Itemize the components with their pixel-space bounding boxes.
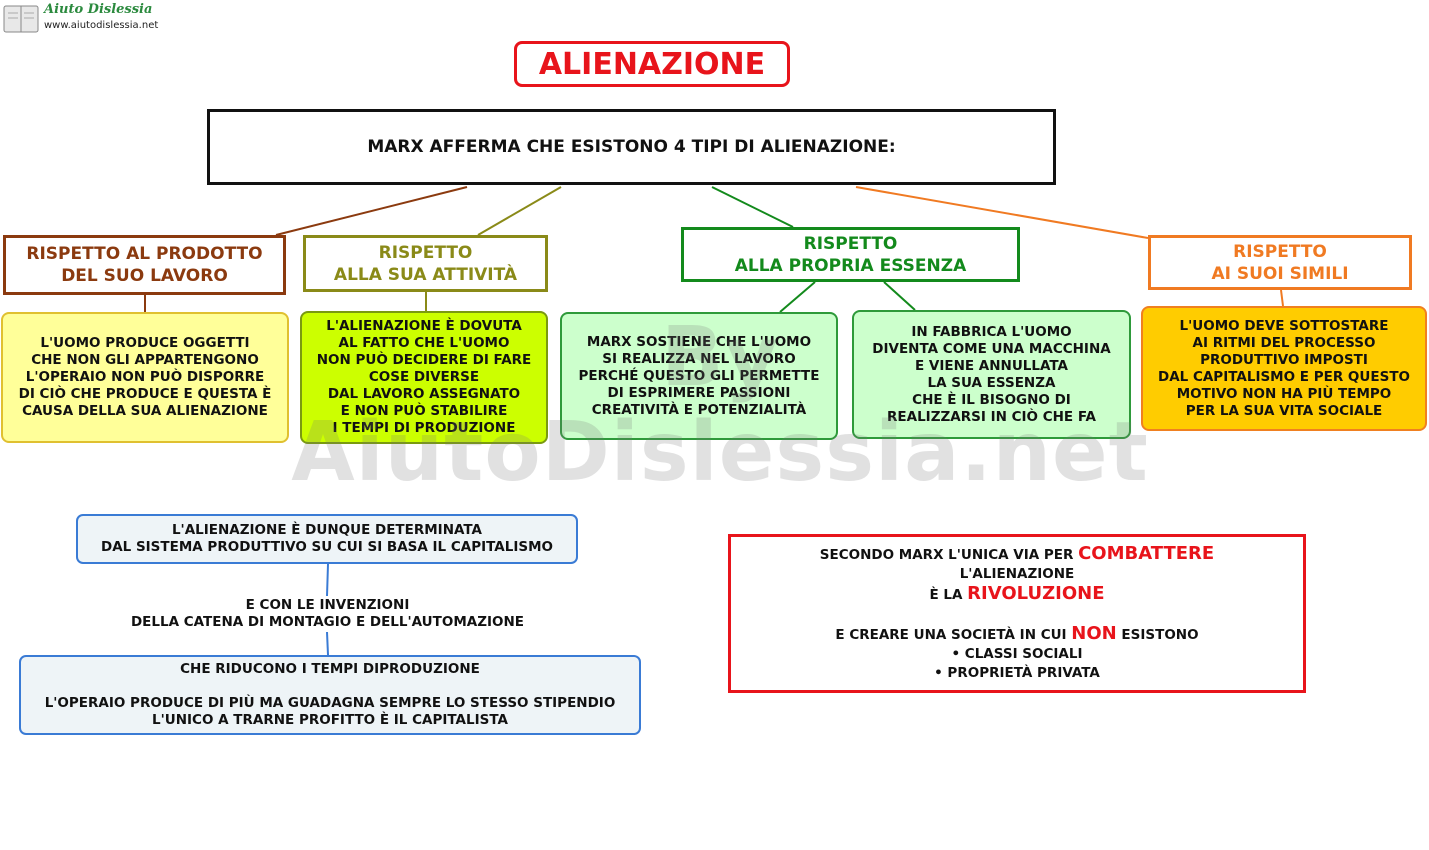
description-essence-factory: IN FABBRICA L'UOMO DIVENTA COME UNA MACC… — [852, 310, 1131, 439]
conclusion-line-3-text: È LA — [929, 587, 968, 603]
emphasis-rivoluzione: RIVOLUZIONE — [967, 583, 1105, 604]
chain-box-production: CHE RIDUCONO I TEMPI DIPRODUZIONE L'OPER… — [19, 655, 641, 735]
conclusion-box: SECONDO MARX L'UNICA VIA PER COMBATTERE … — [728, 534, 1306, 693]
watermark: By AiutoDislessia.net — [291, 310, 1149, 500]
bullet-classi-sociali: • CLASSI SOCIALI — [951, 646, 1083, 662]
conclusion-line-4-pre: E CREARE UNA SOCIETÀ IN CUI — [835, 627, 1072, 643]
conclusion-spacer — [820, 605, 1214, 624]
connector-olive — [477, 186, 562, 236]
category-essence: RISPETTO ALLA PROPRIA ESSENZA — [681, 227, 1020, 282]
category-activity: RISPETTO ALLA SUA ATTIVITÀ — [303, 235, 548, 292]
book-icon — [3, 5, 39, 33]
connector-orange — [855, 186, 1149, 239]
emphasis-non: NON — [1071, 623, 1117, 644]
connector-blue-bottom — [326, 631, 329, 656]
connector-blue-top — [326, 563, 329, 597]
logo-title: Aiuto Dislessia — [44, 2, 153, 17]
description-product: L'UOMO PRODUCE OGGETTI CHE NON GLI APPAR… — [1, 312, 289, 443]
description-essence-work: MARX SOSTIENE CHE L'UOMO SI REALIZZA NEL… — [560, 312, 838, 440]
conclusion-line-3: È LA RIVOLUZIONE — [820, 584, 1214, 605]
chain-text-inventions: E CON LE INVENZIONI DELLA CATENA DI MONT… — [130, 597, 525, 630]
conclusion-line-2: L'ALIENAZIONE — [959, 566, 1075, 582]
conclusion-line-1: SECONDO MARX L'UNICA VIA PER COMBATTERE — [820, 544, 1214, 565]
conclusion-line-4-post: ESISTONO — [1116, 627, 1199, 643]
site-logo: Aiuto Dislessia www.aiutodislessia.net — [2, 2, 162, 36]
description-others: L'UOMO DEVE SOTTOSTARE AI RITMI DEL PROC… — [1141, 306, 1427, 431]
chain-box-capitalism: L'ALIENAZIONE È DUNQUE DETERMINATA DAL S… — [76, 514, 578, 564]
diagram-title: ALIENAZIONE — [514, 41, 790, 87]
description-activity: L'ALIENAZIONE È DOVUTA AL FATTO CHE L'UO… — [300, 311, 548, 444]
main-statement: MARX AFFERMA CHE ESISTONO 4 TIPI DI ALIE… — [207, 109, 1056, 185]
connector-green — [711, 186, 794, 228]
category-product: RISPETTO AL PRODOTTO DEL SUO LAVORO — [3, 235, 286, 295]
connector-green-desc-left — [779, 281, 816, 313]
conclusion-line-1-text: SECONDO MARX L'UNICA VIA PER — [819, 547, 1079, 563]
emphasis-combattere: COMBATTERE — [1078, 543, 1215, 564]
connector-orange-desc — [1280, 289, 1284, 307]
connector-green-desc-right — [883, 281, 916, 311]
connector-brown — [275, 186, 468, 236]
category-others: RISPETTO AI SUOI SIMILI — [1148, 235, 1412, 290]
logo-url: www.aiutodislessia.net — [44, 20, 159, 31]
conclusion-line-4: E CREARE UNA SOCIETÀ IN CUI NON ESISTONO — [820, 624, 1214, 645]
bullet-proprieta-privata: • PROPRIETÀ PRIVATA — [934, 665, 1100, 681]
